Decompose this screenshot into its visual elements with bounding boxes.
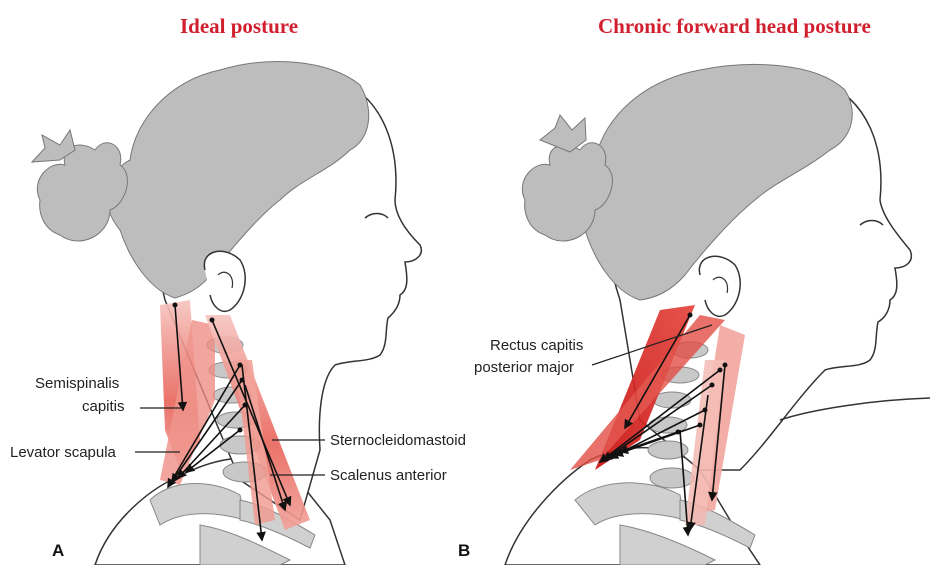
label-posterior-major: posterior major — [474, 359, 574, 376]
label-semispinalis: Semispinalis — [35, 375, 119, 392]
panel-b-letter: B — [458, 541, 470, 560]
panel-a: Semispinalis capitis Levator scapula Ste… — [10, 62, 466, 565]
neck-front — [780, 398, 930, 420]
label-rectus-capitis: Rectus capitis — [490, 337, 583, 354]
label-sternocleidomastoid: Sternocleidomastoid — [330, 432, 466, 449]
label-scalenus-anterior: Scalenus anterior — [330, 467, 447, 484]
label-capitis: capitis — [82, 398, 125, 415]
hair-tuft — [540, 115, 586, 152]
label-levator-scapula: Levator scapula — [10, 444, 117, 461]
panel-a-letter: A — [52, 541, 64, 560]
panel-b: Rectus capitis posterior major B — [458, 65, 930, 565]
